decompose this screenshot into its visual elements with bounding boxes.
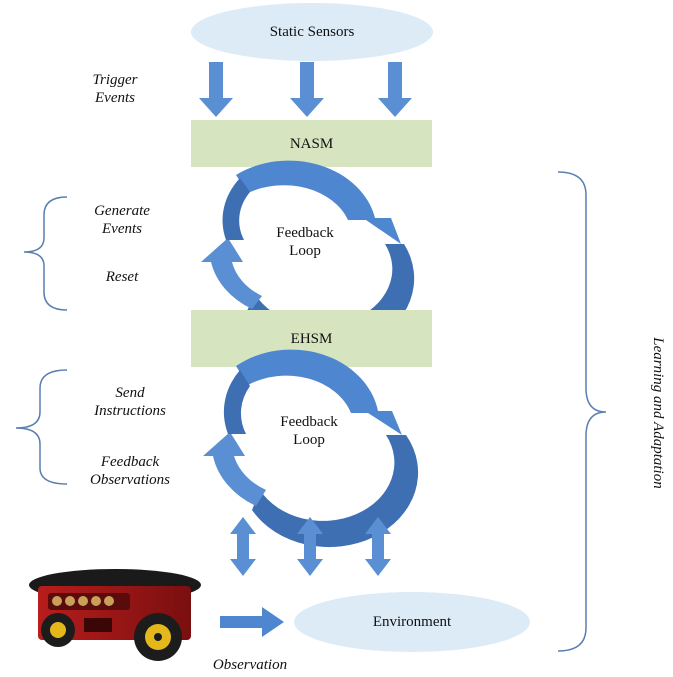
environment-label: Environment xyxy=(372,614,452,630)
trigger-events-label: Trigger Events xyxy=(60,71,170,107)
static-sensors-label: Static Sensors xyxy=(269,24,355,40)
feedback-observations-label: Feedback Observations xyxy=(66,453,194,489)
bracket-learning xyxy=(557,171,607,652)
learning-adaptation-label: Learning and Adaptation xyxy=(650,337,666,489)
reset-label: Reset xyxy=(105,269,139,285)
trigger-line2: Events xyxy=(95,90,135,106)
nasm-label: NASM xyxy=(289,136,334,152)
robot-image xyxy=(29,569,201,661)
nasm-box xyxy=(191,120,432,167)
generate-line2: Events xyxy=(102,221,142,237)
top-loop-label: Feedback Loop xyxy=(250,224,360,260)
generate-events-label: Generate Events xyxy=(67,202,177,238)
generate-line1: Generate xyxy=(94,203,150,219)
bracket-send-feedback xyxy=(15,369,68,485)
send-line2: Instructions xyxy=(94,403,166,419)
feedback-obs-line2: Observations xyxy=(90,472,170,488)
static-sensors-ellipse xyxy=(191,3,433,61)
exchange-arrows xyxy=(230,517,391,576)
observation-arrow xyxy=(220,607,284,637)
trigger-line1: Trigger xyxy=(92,72,138,88)
top-loop-line1: Feedback xyxy=(276,225,334,241)
bottom-loop-line2: Loop xyxy=(293,432,325,448)
bottom-loop-line1: Feedback xyxy=(280,414,338,430)
ehsm-label: EHSM xyxy=(290,331,333,347)
send-instructions-label: Send Instructions xyxy=(70,384,190,420)
bracket-generate-reset xyxy=(23,196,68,311)
observation-label: Observation xyxy=(212,657,288,673)
top-loop-line2: Loop xyxy=(289,243,321,259)
bottom-loop-label: Feedback Loop xyxy=(254,413,364,449)
trigger-arrows xyxy=(199,62,412,117)
environment-ellipse xyxy=(294,592,530,652)
feedback-obs-line1: Feedback xyxy=(100,454,160,470)
send-line1: Send xyxy=(115,385,145,401)
